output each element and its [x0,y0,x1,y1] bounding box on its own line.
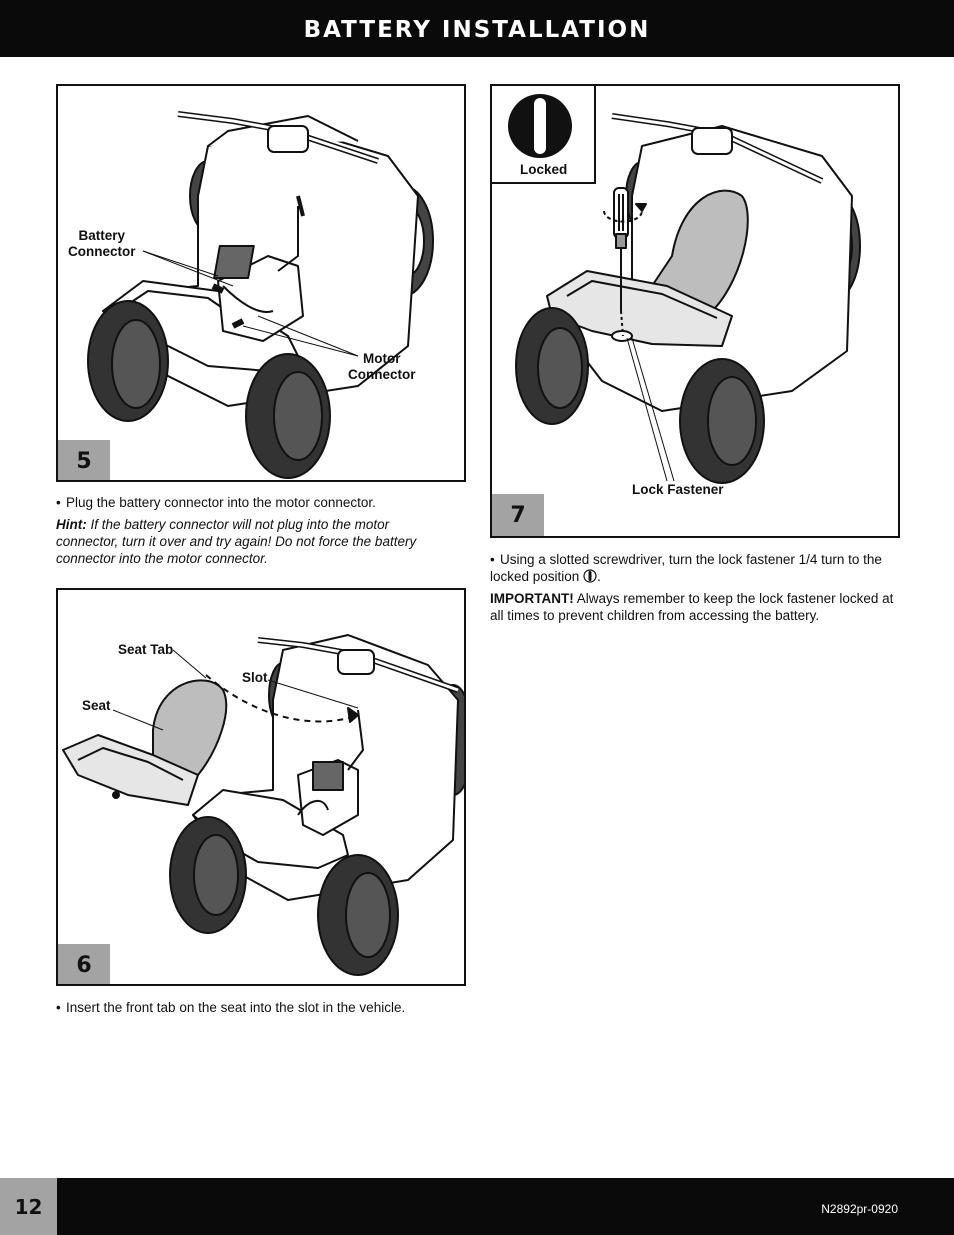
step-6-instruction: •Insert the front tab on the seat into t… [56,1000,406,1015]
front-wheel-left [87,300,169,422]
step-6-badge: 6 [58,944,110,984]
battery-connector-label: Battery Connector [68,228,136,259]
page-title: BATTERY INSTALLATION [303,16,651,43]
lock-fastener-label: Lock Fastener [632,482,724,497]
atv-seat-illustration [62,634,464,976]
step-6-panel: Seat Tab Slot Seat 6 [56,588,466,986]
step-5-instruction: •Plug the battery connector into the mot… [56,495,376,510]
motor-connector-label: Motor Connector [348,351,416,382]
seat-part [62,679,228,806]
step-7-instruction: •Using a slotted screwdriver, turn the l… [490,552,882,584]
step-5-hint: Hint: If the battery connector will not … [56,517,417,566]
screwdriver-icon [613,187,629,337]
locked-inset: Locked [492,86,596,184]
front-wheel-right [245,353,331,479]
step-7-important: IMPORTANT! Always remember to keep the l… [490,591,894,623]
lock-fastener-icon [583,569,597,583]
step-5-panel: Battery Connector Motor Connector 5 [56,84,466,482]
rotate-arrow-icon [603,203,647,223]
atv-illustration [87,111,434,479]
step-5-badge: 5 [58,440,110,480]
seat-tab-label: Seat Tab [118,642,174,657]
document-code: N2892pr-0920 [821,1202,898,1216]
page-header: BATTERY INSTALLATION [0,0,954,57]
page-number: 12 [0,1178,57,1235]
page-footer: 12 N2892pr-0920 [0,1178,954,1235]
step-7-panel: Locked Lock Fastener 7 [490,84,900,538]
locked-label: Locked [520,162,568,177]
step-7-badge: 7 [492,494,544,536]
seat-label: Seat [82,698,111,713]
lock-fastener-icon [508,94,572,158]
slot-label: Slot [242,670,268,685]
atv-lock-illustration [515,113,861,484]
